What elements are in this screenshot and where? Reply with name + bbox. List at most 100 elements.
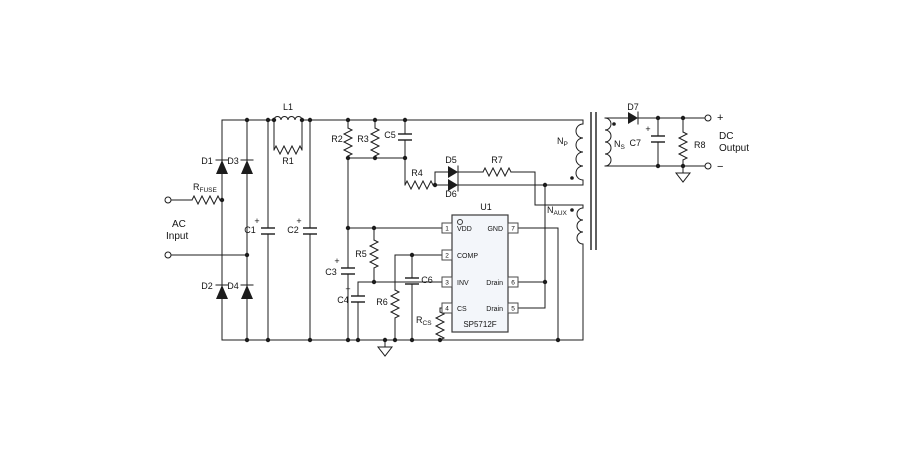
label-rfuse: RFUSE (193, 182, 218, 194)
label-d1: D1 (201, 156, 213, 166)
resistor-r7-symbol (482, 167, 512, 177)
resistor-r1-symbol (273, 145, 303, 155)
resistor-r5-symbol (369, 239, 379, 269)
label-r6: R6 (376, 297, 388, 307)
label-naux: NAUX (547, 205, 568, 217)
label-r2: R2 (331, 134, 343, 144)
pin-number-6: 6 (511, 280, 515, 287)
ac-terminal-bottom (164, 251, 172, 259)
c7-plus-sign: + (645, 124, 650, 134)
label-d3: D3 (227, 156, 239, 166)
label-d7: D7 (627, 102, 639, 112)
capacitor-c2-symbol (302, 227, 318, 235)
label-d5: D5 (445, 155, 457, 165)
dc-terminal-minus (704, 162, 712, 170)
ic-body (451, 214, 509, 333)
ic-ref-label: U1 (480, 202, 492, 212)
dc-output-label-line1: DC (719, 131, 733, 142)
pin-number-5: 5 (511, 306, 515, 313)
resistor-r3-symbol (370, 127, 380, 157)
capacitor-c1-symbol (260, 227, 276, 235)
primary-winding-np (575, 123, 584, 181)
ac-input-label-line2: Input (166, 231, 188, 242)
diode-d4-symbol (240, 284, 254, 300)
label-c5: C5 (384, 130, 396, 140)
label-r5: R5 (355, 249, 367, 259)
dc-terminal-plus (704, 114, 712, 122)
label-c2: C2 (287, 225, 299, 235)
pin-name-inv: INV (457, 280, 469, 287)
diode-d1-symbol (215, 159, 229, 175)
pin-number-3: 3 (445, 280, 449, 287)
pin-number-1: 1 (445, 226, 449, 233)
label-r7: R7 (491, 155, 503, 165)
diode-d5-symbol (447, 165, 459, 179)
secondary-winding-ns (604, 117, 612, 167)
junction-dots (219, 115, 686, 343)
c3-plus-sign: + (334, 256, 339, 266)
pin-name-comp: COMP (457, 253, 478, 260)
wires-controller-network (347, 184, 559, 341)
label-ns: NS (614, 139, 626, 151)
wires-bulk-caps (267, 119, 311, 341)
ac-input-label-line1: AC (172, 219, 186, 230)
diode-d2-symbol (215, 284, 229, 300)
capacitor-c5-symbol (397, 133, 413, 141)
winding-polarity-dots (570, 122, 616, 212)
capacitor-c4-symbol (350, 295, 366, 303)
wires-input-bridge (170, 119, 248, 341)
resistor-rcs-symbol (435, 311, 445, 341)
label-d4: D4 (227, 281, 239, 291)
dc-plus-sign: + (717, 112, 723, 124)
label-c1: C1 (244, 225, 256, 235)
label-d6: D6 (445, 189, 457, 199)
label-r3: R3 (357, 134, 369, 144)
ground-symbol-primary (377, 339, 393, 357)
pin-name-vdd: VDD (457, 226, 472, 233)
ic-pin-names: VDD COMP INV CS GND Drain Drain (457, 226, 503, 313)
resistor-r6-symbol (390, 289, 400, 319)
label-c7: C7 (629, 138, 641, 148)
label-c3: C3 (325, 267, 337, 277)
pin-number-7: 7 (511, 226, 515, 233)
ac-terminal-top (164, 196, 172, 204)
label-r4: R4 (411, 168, 423, 178)
capacitor-c3-symbol (340, 267, 356, 275)
label-r8: R8 (694, 140, 706, 150)
pin1-marker-icon (457, 219, 463, 225)
resistor-r2-symbol (343, 127, 353, 157)
capacitor-polarity-signs: + + + + + (254, 124, 650, 294)
resistor-r4-symbol (404, 180, 434, 190)
dc-minus-sign: − (717, 161, 723, 173)
resistor-r8-symbol (678, 131, 688, 161)
capacitor-c7-symbol (650, 135, 666, 143)
pin-name-drain-1: Drain (486, 280, 503, 287)
diode-d7-symbol (627, 111, 639, 125)
ground-symbol-secondary (675, 165, 691, 183)
ic-part-number: SP5712F (463, 320, 496, 329)
pin-name-cs: CS (457, 306, 467, 313)
ic-right-pin-boxes (507, 222, 519, 314)
label-r1: R1 (282, 156, 294, 166)
aux-winding-naux (576, 207, 584, 245)
pin-number-4: 4 (445, 306, 449, 313)
inductor-l1-winding (273, 116, 303, 121)
diode-d3-symbol (240, 159, 254, 175)
label-c6: C6 (421, 275, 433, 285)
pin-number-2: 2 (445, 253, 449, 260)
c2-plus-sign: + (296, 216, 301, 226)
label-np: NP (557, 136, 568, 148)
capacitor-c6-symbol (404, 277, 420, 285)
pin-name-gnd: GND (487, 226, 503, 233)
dc-output-label-line2: Output (719, 143, 749, 154)
c1-plus-sign: + (254, 216, 259, 226)
transformer-core (590, 112, 597, 250)
ic-left-pin-boxes (441, 222, 453, 314)
label-c4: C4 (337, 295, 349, 305)
wires-secondary (604, 117, 706, 167)
label-l1: L1 (283, 102, 293, 112)
resistor-rfuse-symbol (191, 195, 221, 205)
ic-pin-numbers: 1 2 3 4 7 6 5 (445, 226, 515, 313)
